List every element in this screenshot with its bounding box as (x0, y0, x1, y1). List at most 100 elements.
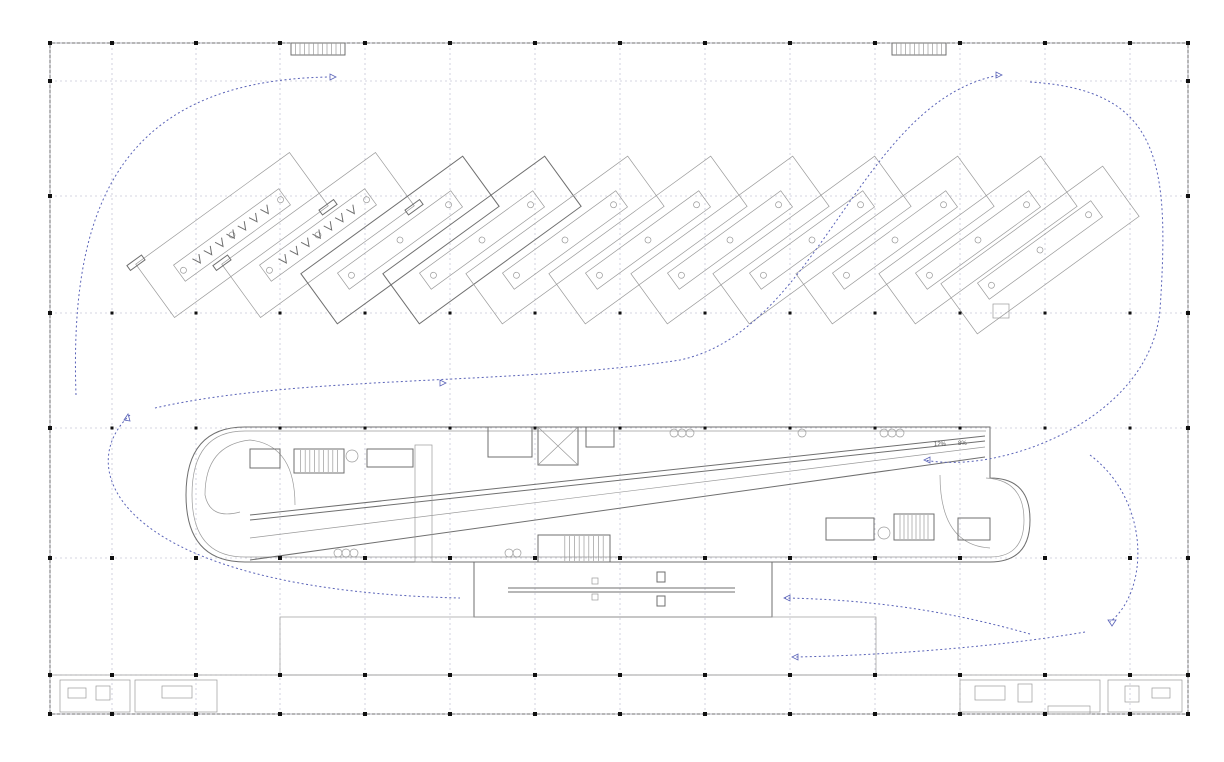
bay-ramp-end (212, 254, 232, 272)
bay-chevron (278, 254, 288, 264)
bay-outline (795, 155, 995, 325)
column (873, 556, 877, 560)
column (533, 673, 537, 677)
bay-bollard (596, 271, 603, 279)
column (110, 311, 114, 315)
column (1128, 41, 1132, 45)
bay-island (259, 188, 377, 282)
top-stair-left (290, 42, 346, 56)
bay-chevron (237, 221, 247, 231)
column (703, 426, 707, 430)
column (788, 311, 792, 315)
bay-bollard (843, 271, 850, 279)
bay-bollard (561, 236, 569, 244)
bay-island (419, 190, 545, 290)
bay-bollard (988, 281, 995, 289)
bay-outline (382, 155, 582, 325)
structural-grid (49, 42, 1189, 715)
column (110, 41, 114, 45)
parking-bay (795, 155, 995, 325)
bay-bollard (926, 271, 933, 279)
bay-bollard (644, 236, 652, 244)
column (194, 311, 198, 315)
column (1186, 556, 1190, 560)
column (278, 41, 282, 45)
parking-bay (940, 165, 1140, 335)
bay-outline (630, 155, 830, 325)
column (533, 311, 537, 315)
column (448, 556, 452, 560)
bay-outline (712, 155, 912, 325)
bay-chevron (203, 245, 213, 256)
column (958, 712, 962, 716)
column (363, 556, 367, 560)
column (1043, 712, 1047, 716)
bay-outline (135, 151, 329, 319)
bay-bollard (445, 201, 452, 209)
circulation-flow (74, 71, 1164, 661)
bay-bollard (693, 201, 700, 209)
column (48, 311, 52, 315)
bay-chevron (312, 229, 322, 240)
column (278, 556, 282, 560)
column (110, 426, 114, 430)
bay-ramp-end (404, 198, 424, 216)
parking-bay (382, 155, 582, 325)
column (448, 41, 452, 45)
bay-bollard (348, 271, 355, 279)
bay-chevron (289, 245, 299, 256)
column (110, 673, 114, 677)
structural-columns (48, 41, 1190, 716)
bay-bollard (1023, 201, 1030, 209)
column (703, 673, 707, 677)
column (1043, 556, 1047, 560)
diagonal-parking-bays (126, 151, 1140, 335)
bay-outline (465, 155, 665, 325)
column (618, 426, 622, 430)
bay-chevron (323, 221, 333, 231)
column (48, 426, 52, 430)
parking-bay (300, 155, 500, 325)
parking-bay (126, 151, 338, 319)
bay-outline (878, 155, 1078, 325)
bay-outline (940, 165, 1140, 335)
bay-chevron (300, 237, 310, 248)
column (194, 41, 198, 45)
column (788, 673, 792, 677)
column (703, 712, 707, 716)
column (448, 712, 452, 716)
column (1128, 426, 1132, 430)
column (788, 41, 792, 45)
building-outline (49, 42, 1189, 715)
column (618, 41, 622, 45)
bay-bollard (277, 196, 284, 204)
column (278, 712, 282, 716)
column (110, 712, 114, 716)
column (194, 673, 198, 677)
column (194, 556, 198, 560)
column (1186, 673, 1190, 677)
column (1186, 712, 1190, 716)
bay-ramp-end (126, 254, 146, 272)
column (1186, 311, 1190, 315)
ramp-label-left: 12% (934, 442, 947, 448)
column (618, 673, 622, 677)
bay-island (502, 190, 628, 290)
column (363, 673, 367, 677)
survey-marker (992, 303, 1010, 319)
column (1186, 426, 1190, 430)
column (1043, 673, 1047, 677)
bay-ramp-end (318, 198, 338, 216)
bay-island (832, 190, 958, 290)
column (533, 712, 537, 716)
column (363, 41, 367, 45)
parking-bay (212, 151, 424, 319)
bay-bollard (430, 271, 437, 279)
bay-island (749, 190, 875, 290)
column (278, 311, 282, 315)
bay-island (667, 190, 793, 290)
bay-bollard (808, 236, 816, 244)
bay-bollard (478, 236, 486, 244)
bay-island (915, 190, 1041, 290)
